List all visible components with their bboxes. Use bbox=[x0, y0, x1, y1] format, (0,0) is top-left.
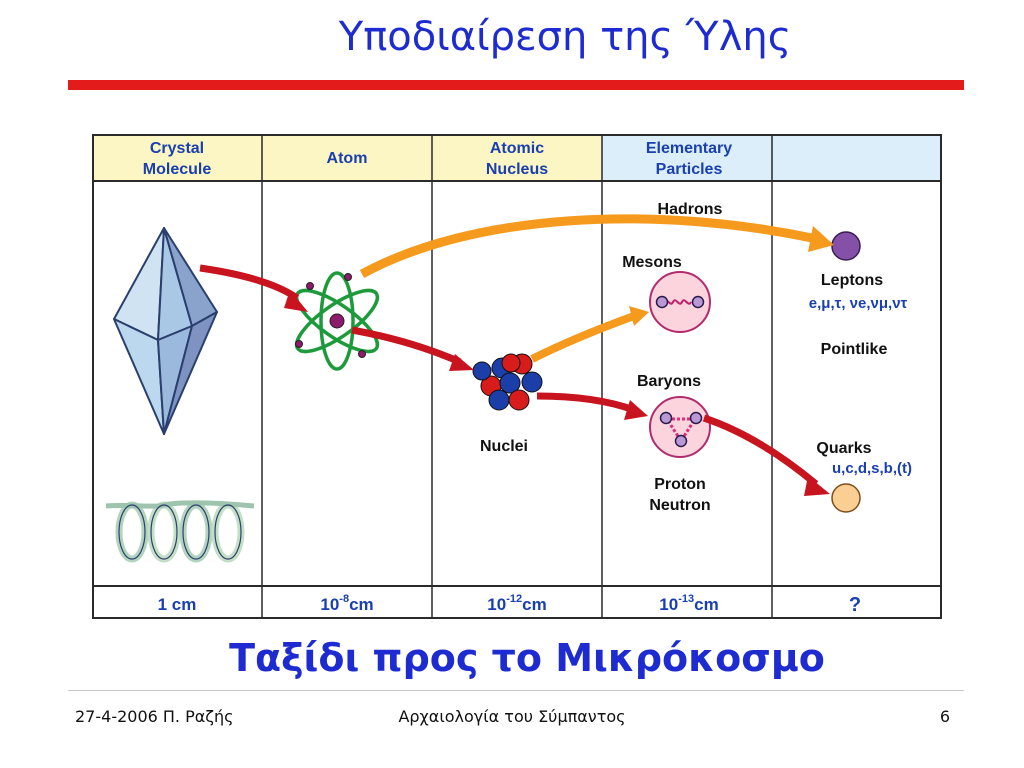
scale-1cm: 1 cm bbox=[158, 595, 197, 614]
label-neutron: Neutron bbox=[649, 497, 710, 514]
label-baryons: Baryons bbox=[637, 373, 701, 390]
atom-icon bbox=[294, 271, 380, 371]
baryons-arrowhead bbox=[624, 400, 648, 420]
scale-particles: 10-13cm bbox=[659, 593, 718, 614]
dna-helix-icon bbox=[105, 500, 255, 563]
scale-nucleus: 10-12cm bbox=[487, 593, 546, 614]
header-atom: Atom bbox=[327, 150, 368, 167]
hadrons-arrowhead bbox=[808, 226, 834, 252]
header-band-yellow bbox=[94, 136, 602, 181]
footer-date-author: 27-4-2006 Π. Ραζής bbox=[75, 707, 234, 726]
nucleus-to-mesons-arrow bbox=[530, 312, 636, 363]
header-elementary: Elementary bbox=[646, 140, 732, 157]
atom-arrowhead bbox=[284, 290, 308, 312]
header-crystal: Crystal bbox=[150, 140, 204, 157]
footer-page-number: 6 bbox=[939, 707, 950, 726]
nucleus-arrowhead bbox=[449, 354, 474, 371]
label-leptons: Leptons bbox=[821, 272, 883, 289]
label-mesons: Mesons bbox=[622, 254, 682, 271]
label-pointlike: Pointlike bbox=[821, 341, 888, 358]
scale-atom: 10-8cm bbox=[320, 593, 373, 614]
footer-course-title: Αρχαιολογία του Σύμπαντος bbox=[398, 707, 626, 726]
matter-subdivision-diagram: Crystal Molecule Atom Atomic Nucleus Ele… bbox=[92, 134, 942, 619]
nucleus-to-baryons-arrow bbox=[536, 392, 636, 414]
meson-icon bbox=[649, 271, 711, 333]
quarks-arrowhead bbox=[804, 476, 830, 496]
header-band-blue bbox=[602, 136, 940, 181]
atom-to-nucleus-arrow bbox=[351, 326, 462, 366]
header-particles: Particles bbox=[656, 161, 723, 178]
hadrons-to-leptons-arrow bbox=[359, 214, 818, 278]
baryons-to-quarks-arrow bbox=[702, 414, 819, 487]
footer-rule bbox=[68, 690, 964, 691]
slide-subtitle: Ταξίδι προς το Μικρόκοσμο bbox=[229, 636, 825, 680]
label-quarks-list: u,c,d,s,b,(t) bbox=[832, 460, 912, 477]
label-nuclei: Nuclei bbox=[480, 438, 528, 455]
title-underline-rule bbox=[68, 80, 964, 90]
header-nucleus: Nucleus bbox=[486, 161, 548, 178]
nucleus-icon bbox=[472, 353, 543, 411]
label-hadrons: Hadrons bbox=[658, 201, 723, 218]
header-molecule: Molecule bbox=[143, 161, 212, 178]
quark-icon bbox=[831, 483, 861, 513]
label-proton: Proton bbox=[654, 476, 706, 493]
scale-unknown: ? bbox=[849, 594, 861, 616]
header-atomic: Atomic bbox=[490, 140, 544, 157]
lepton-icon bbox=[831, 231, 861, 261]
slide-title: Υποδιαίρεση της Ύλης bbox=[338, 14, 792, 60]
baryon-icon bbox=[649, 396, 711, 458]
label-quarks: Quarks bbox=[816, 440, 871, 457]
label-leptons-list: e,μ,τ, νe,νμ,ντ bbox=[809, 295, 908, 312]
mesons-arrowhead bbox=[629, 306, 649, 326]
crystal-icon bbox=[113, 227, 218, 435]
